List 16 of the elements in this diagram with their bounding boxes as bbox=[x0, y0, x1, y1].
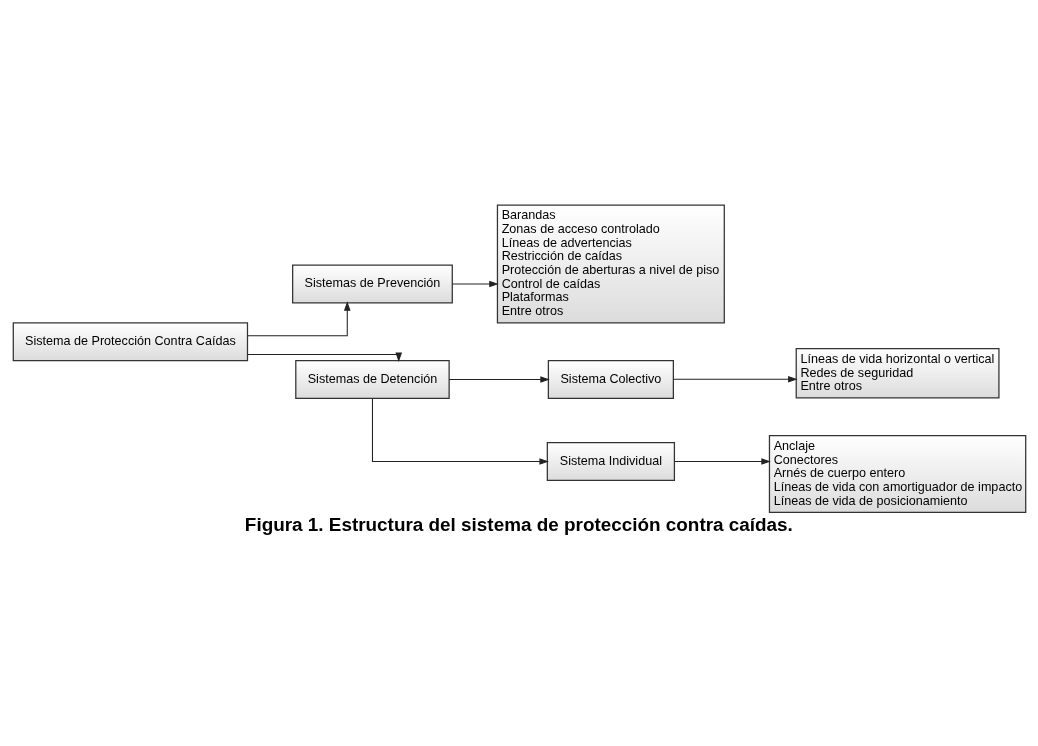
arrow bbox=[673, 457, 771, 465]
arrow bbox=[672, 375, 798, 383]
arrow bbox=[448, 375, 550, 383]
node-box: Sistemas de Prevención bbox=[291, 263, 453, 303]
arrow bbox=[246, 352, 402, 362]
arrow bbox=[371, 397, 549, 465]
arrow bbox=[246, 300, 351, 336]
node-box: Líneas de vida horizontal o vertical Redes de seguridad Entre otros bbox=[795, 347, 1000, 399]
node-box: Sistemas de Detención bbox=[294, 359, 450, 399]
node-box: Sistema de Protección Contra Caídas bbox=[12, 321, 248, 361]
node-box: Sistema Individual bbox=[546, 441, 675, 481]
arrow bbox=[451, 280, 499, 287]
node-box: Sistema Colectivo bbox=[547, 359, 674, 399]
node-box: Barandas Zonas de acceso controlado Líneas de advertencias Restricción de caídas Protección de aberturas a nivel de piso Control de caídas Plataformas Entre otros bbox=[496, 204, 725, 323]
node-box: Anclaje Conectores Arnés de cuerpo entero Líneas de vida con amortiguador de impacto Líneas de vida de posicionamiento bbox=[768, 434, 1026, 513]
caption: Figura 1. Estructura del sistema de protección contra caídas. bbox=[244, 513, 793, 535]
